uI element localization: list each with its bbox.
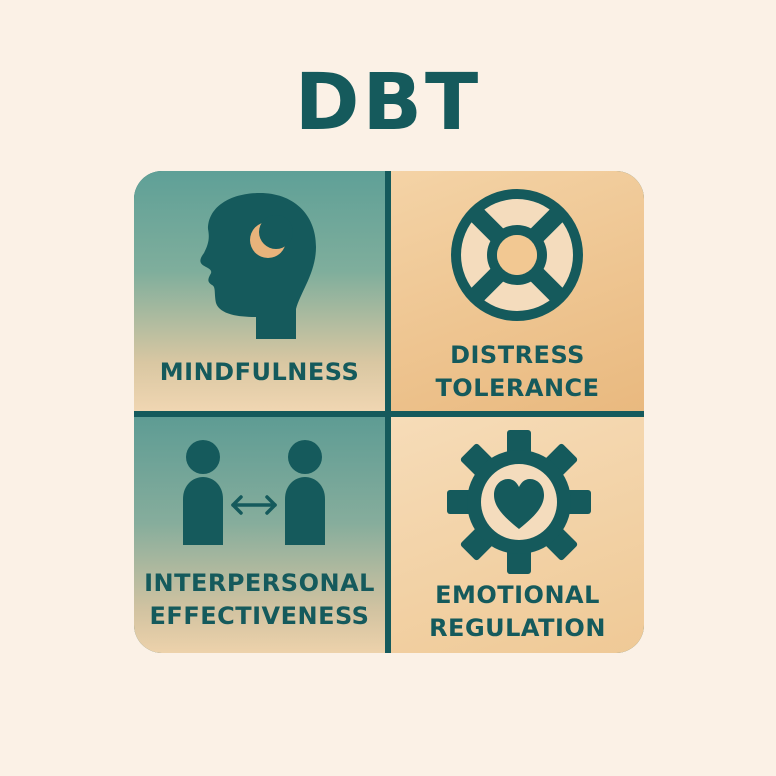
quadrant-distress-tolerance: DISTRESS TOLERANCE (391, 171, 644, 411)
mindfulness-label: MINDFULNESS (134, 356, 385, 389)
distress-tolerance-label-line-2: TOLERANCE (435, 374, 600, 402)
interpersonal-effectiveness-label: INTERPERSONAL EFFECTIVENESS (134, 567, 385, 633)
emotional-regulation-label: EMOTIONAL REGULATION (391, 579, 644, 645)
two-people-arrow-icon (183, 440, 325, 545)
interpersonal-effectiveness-label-line-1: INTERPERSONAL (144, 569, 375, 597)
emotional-regulation-label-line-2: REGULATION (429, 614, 606, 642)
distress-tolerance-label: DISTRESS TOLERANCE (391, 339, 644, 405)
quadrant-mindfulness: MINDFULNESS (134, 171, 385, 411)
quadrant-emotional-regulation: EMOTIONAL REGULATION (391, 417, 644, 653)
distress-tolerance-label-line-1: DISTRESS (450, 341, 585, 369)
interpersonal-effectiveness-label-line-2: EFFECTIVENESS (149, 602, 370, 630)
mindfulness-label-line-1: MINDFULNESS (159, 358, 360, 386)
quadrant-interpersonal-effectiveness: INTERPERSONAL EFFECTIVENESS (134, 417, 385, 653)
dbt-quadrant-grid: MINDFULNESS DISTRESS TOLERANCE (134, 171, 644, 653)
lifebuoy-icon (451, 189, 583, 321)
diagram-title: DBT (294, 58, 482, 148)
emotional-regulation-label-line-1: EMOTIONAL (435, 581, 600, 609)
head-moon-icon (200, 193, 316, 339)
gear-heart-icon (447, 430, 591, 574)
